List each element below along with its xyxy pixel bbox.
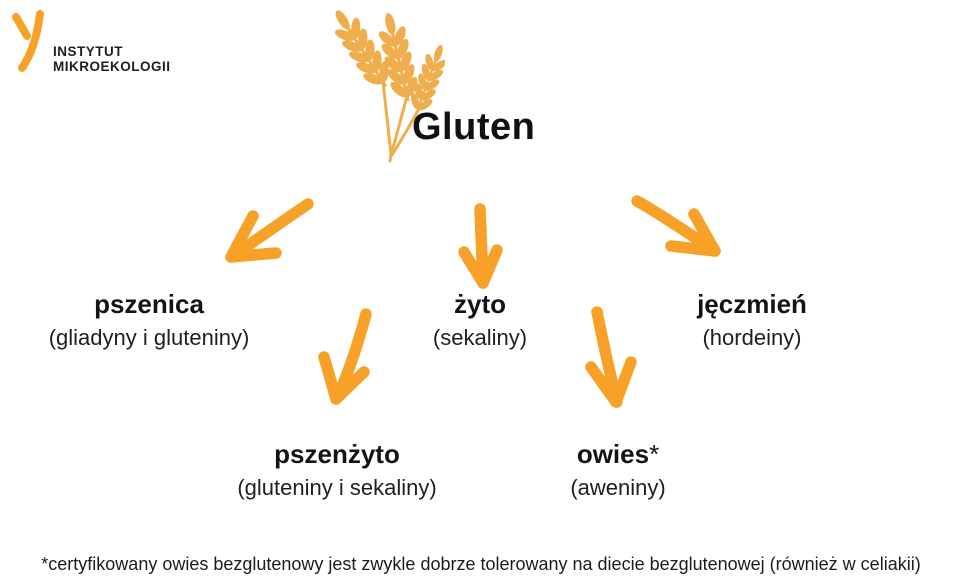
page-title: Gluten (412, 106, 536, 148)
wheat-ears-icon (325, 4, 445, 163)
footnote: *certyfikowany owies bezglutenowy jest z… (41, 554, 921, 574)
footnote-asterisk: * (649, 439, 660, 469)
node-owies: owies* (aweniny) (488, 438, 748, 503)
grain-proteins: (gluteniny i sekaliny) (237, 475, 437, 500)
arrow-down-icon (458, 203, 503, 289)
node-pszenzyto: pszenżyto (gluteniny i sekaliny) (167, 438, 507, 503)
grain-name: owies* (488, 438, 748, 470)
institute-logo: INSTYTUT MIKROEKOLOGII (12, 10, 171, 76)
grain-name-text: owies (576, 439, 650, 469)
grain-proteins: (sekaliny) (432, 325, 528, 350)
logo-line2: MIKROEKOLOGII (53, 59, 171, 74)
grain-name: pszenica (94, 289, 204, 319)
institute-logo-text: INSTYTUT MIKROEKOLOGII (53, 44, 171, 74)
grain-proteins: (gliadyny i gluteniny) (48, 325, 250, 350)
node-jeczmien: jęczmień (hordeiny) (612, 288, 892, 353)
node-zyto: żyto (sekaliny) (350, 288, 610, 353)
node-pszenica: pszenica (gliadyny i gluteniny) (0, 288, 319, 353)
institute-y-logo-icon (12, 10, 44, 72)
grain-name: jęczmień (697, 289, 807, 319)
logo-line1: INSTYTUT (53, 44, 123, 59)
arrow-down-left-icon (225, 198, 314, 263)
grain-proteins: (aweniny) (570, 475, 666, 500)
grain-name: pszenżyto (274, 439, 400, 469)
arrow-down-right-icon (631, 195, 721, 257)
grain-name: żyto (454, 289, 506, 319)
grain-proteins: (hordeiny) (702, 325, 802, 350)
